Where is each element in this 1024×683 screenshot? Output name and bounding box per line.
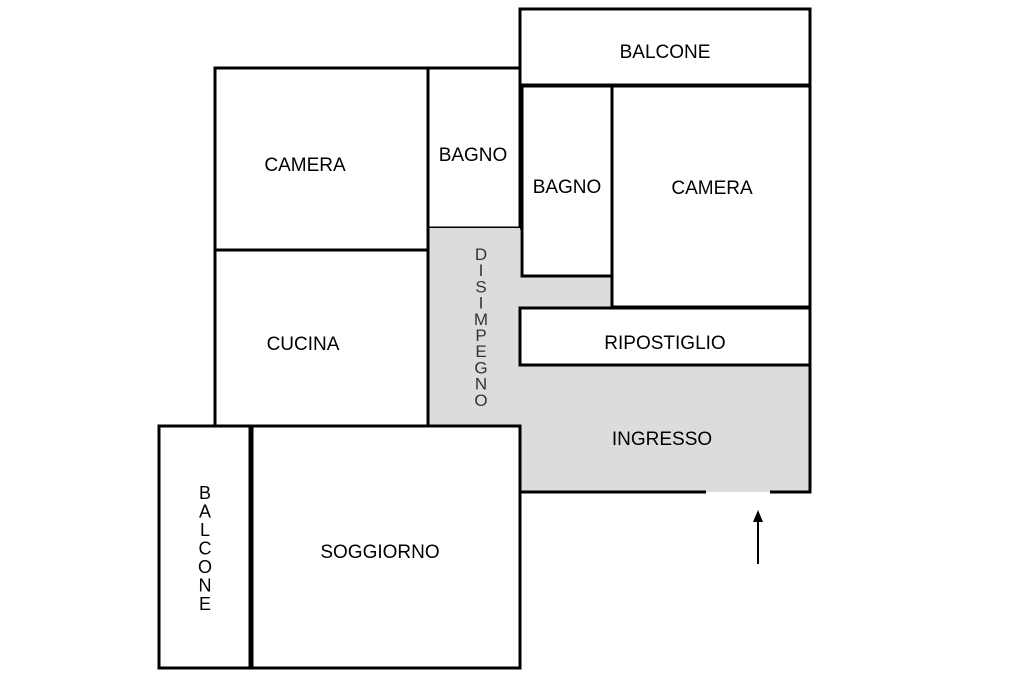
vertical-label-letter: E <box>475 342 486 361</box>
vertical-label-letter: O <box>474 391 487 410</box>
vertical-label-letter: I <box>479 261 484 280</box>
room-label-soggiorno: SOGGIORNO <box>320 542 439 563</box>
room-disimpegno <box>428 228 520 426</box>
vertical-label-letter: P <box>475 326 486 345</box>
room-label-camera-left: CAMERA <box>264 155 346 176</box>
room-label-balcone-top: BALCONE <box>620 42 711 63</box>
room-label-camera-right: CAMERA <box>671 178 753 199</box>
room-soggiorno <box>250 424 522 670</box>
room-label-cucina: CUCINA <box>267 334 340 355</box>
room-label-ripostiglio: RIPOSTIGLIO <box>604 333 725 354</box>
wall-ingresso <box>520 363 812 494</box>
vertical-label-letter: L <box>200 520 210 540</box>
vertical-label-letter: O <box>198 557 212 577</box>
room-disimpegno-connector <box>520 276 612 308</box>
vertical-label-letter: S <box>475 277 486 296</box>
vertical-label-letter: D <box>475 245 487 264</box>
arrow-up-icon <box>753 510 763 564</box>
vertical-label-letter: N <box>475 375 487 394</box>
vertical-label-letter: C <box>199 539 212 559</box>
room-label-ingresso: INGRESSO <box>612 429 712 450</box>
room-label-balcone-left-vertical: BALCONE <box>198 483 212 614</box>
vertical-label-letter: G <box>474 358 487 377</box>
room-label-bagno-left: BAGNO <box>439 145 508 166</box>
vertical-label-letter: A <box>199 502 211 522</box>
vertical-label-letter: E <box>199 594 211 614</box>
vertical-label-letter: I <box>479 294 484 313</box>
room-balcone-left <box>157 424 252 670</box>
room-ingresso <box>520 365 810 492</box>
vertical-label-letter: N <box>199 576 212 596</box>
vertical-label-letter: B <box>199 483 211 503</box>
vertical-label-letter: M <box>474 310 488 329</box>
room-label-bagno-right: BAGNO <box>533 177 602 198</box>
